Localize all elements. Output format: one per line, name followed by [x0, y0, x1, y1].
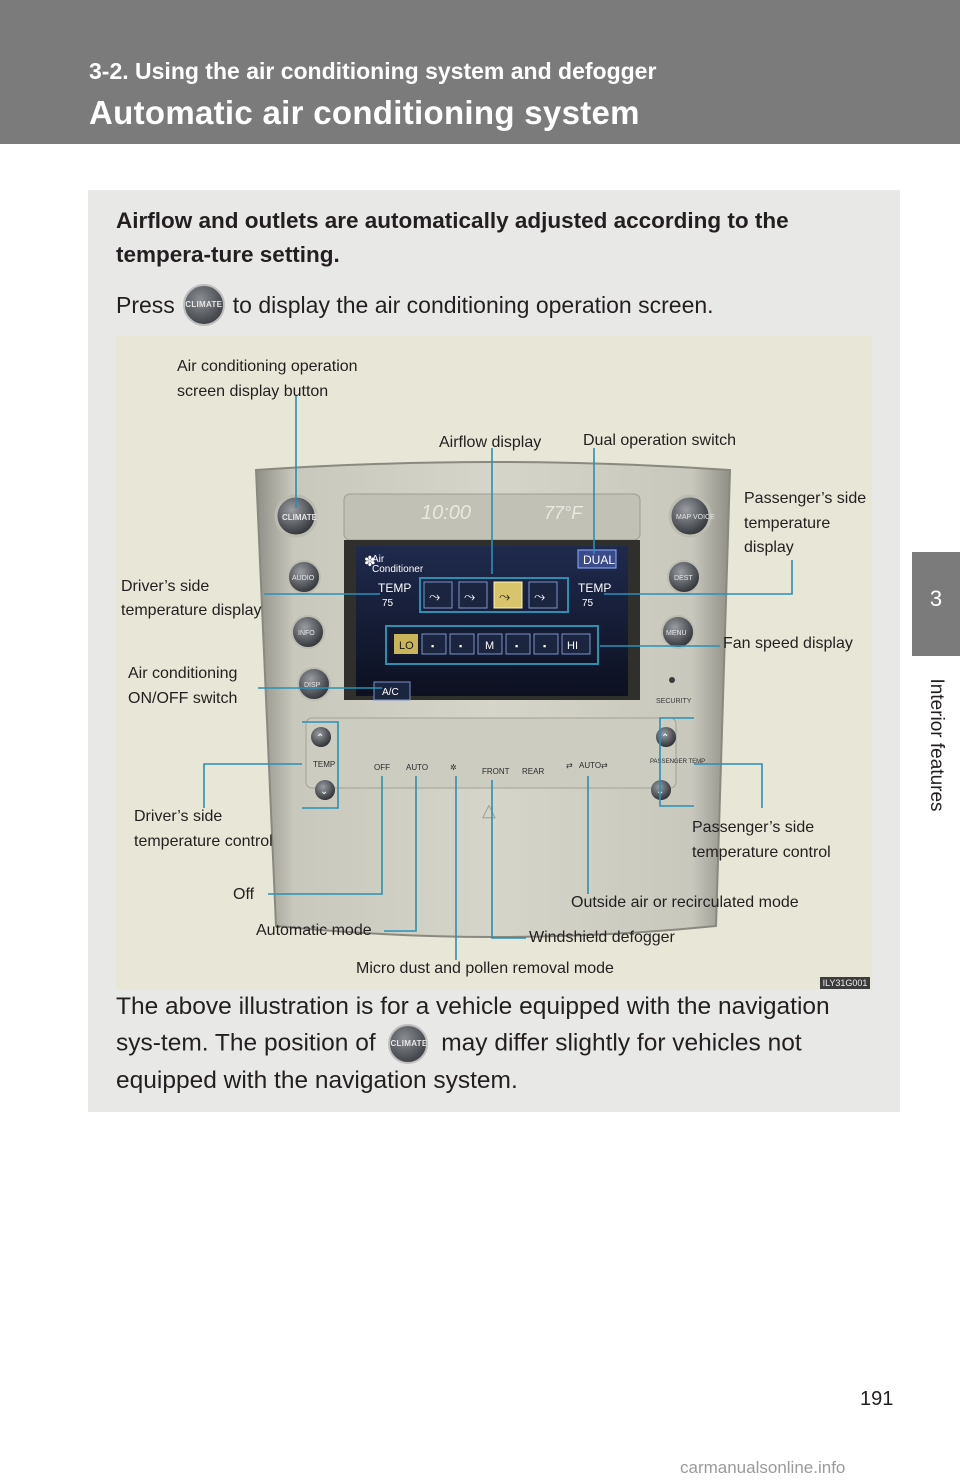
intro-text: Airflow and outlets are automatically ad…: [116, 208, 789, 267]
illustration: 10:00 77°F Air Conditioner ✽ DUAL TEMP 7…: [116, 336, 872, 990]
svg-text:⌃: ⌃: [661, 733, 669, 744]
rear-defog-button: REAR: [522, 767, 544, 776]
press-before: Press: [116, 291, 175, 318]
leader-lines: [203, 396, 793, 960]
chapter-label: Interior features: [926, 678, 947, 812]
ac-button: A/C: [382, 687, 399, 698]
dual-button: DUAL: [583, 553, 615, 567]
label-ac-screen-button-1: Air conditioning operation: [177, 358, 358, 375]
label-automatic-mode: Automatic mode: [256, 922, 372, 939]
menu-knob: MENU: [666, 630, 687, 637]
fan-step-1: ▪: [431, 641, 434, 651]
fan-lo: LO: [399, 640, 414, 652]
label-passenger-temp-display-3: display: [744, 539, 794, 556]
label-dual-switch: Dual operation switch: [583, 432, 736, 449]
label-ac-screen-button-2: screen display button: [177, 383, 329, 400]
airflow-feet-button: [493, 581, 523, 609]
press-after: to display the air conditioning operatio…: [232, 291, 714, 318]
recirc-button: ⇄: [566, 761, 573, 770]
outside-air-button: ⇄: [601, 761, 608, 770]
label-passenger-temp-control-2: temperature control: [692, 844, 831, 861]
micro-dust-button: ✲: [450, 763, 457, 772]
left-buttons: CLIMATE AUDIO INFO DISP: [274, 494, 331, 701]
fan-icon: ✽: [364, 553, 376, 569]
hazard-icon: △: [482, 800, 496, 820]
clock-readout: 10:00: [421, 502, 471, 524]
illustration-code: ILY31G001: [820, 977, 870, 989]
label-driver-temp-display-1: Driver’s side: [121, 578, 210, 595]
audio-knob: AUDIO: [292, 575, 315, 582]
svg-text:PASSENGER TEMP: PASSENGER TEMP: [650, 759, 705, 765]
svg-text:⤳: ⤳: [464, 588, 475, 604]
chapter-tab: [912, 552, 960, 656]
passenger-temp-rocker: ⌃ PASSENGER TEMP ⌄: [650, 727, 705, 800]
watermark: carmanualsonline.info: [680, 1458, 846, 1477]
label-driver-temp-control-1: Driver’s side: [134, 808, 223, 825]
screen-title-1: Air: [372, 554, 385, 565]
label-micro-dust: Micro dust and pollen removal mode: [356, 960, 614, 977]
driver-temp-rocker: ⌃ TEMP ⌄: [311, 727, 335, 800]
fan-step-5: ▪: [543, 641, 546, 651]
control-panel-diagram: 10:00 77°F Air Conditioner ✽ DUAL TEMP 7…: [203, 396, 793, 960]
label-windshield-defogger: Windshield defogger: [529, 929, 675, 946]
footer-note: The above illustration is for a vehicle …: [116, 990, 872, 1098]
press-instruction: Press CLIMATE to display the air conditi…: [116, 284, 714, 326]
dest-knob: DEST: [674, 575, 693, 582]
svg-text:⤳: ⤳: [534, 588, 545, 604]
label-ac-switch-1: Air conditioning: [128, 665, 238, 682]
driver-temp-value: 75: [382, 598, 394, 609]
label-driver-temp-display-2: temperature display: [121, 602, 262, 619]
svg-text:⤳: ⤳: [499, 588, 510, 604]
svg-text:⌃: ⌃: [316, 733, 324, 744]
svg-text:⌄: ⌄: [320, 786, 328, 797]
label-outside-air: Outside air or recirculated mode: [571, 894, 799, 911]
page-number: 191: [860, 1388, 894, 1410]
airflow-feet-defrost-button: [528, 581, 558, 609]
passenger-temp-value: 75: [582, 598, 594, 609]
label-passenger-temp-control-1: Passenger’s side: [692, 819, 815, 836]
page-header: 3-2. Using the air conditioning system a…: [0, 0, 960, 144]
fan-hi: HI: [567, 640, 578, 652]
page-title: Automatic air conditioning system: [89, 94, 640, 131]
label-airflow-display: Airflow display: [439, 434, 542, 451]
label-ac-switch-2: ON/OFF switch: [128, 690, 238, 707]
recirc-auto-button: AUTO: [579, 761, 601, 770]
right-buttons: MAP VOICE DEST MENU SECURITY: [656, 494, 715, 705]
section-title: 3-2. Using the air conditioning system a…: [89, 58, 657, 84]
off-button: OFF: [374, 763, 390, 772]
screen-title-2: Conditioner: [372, 564, 424, 575]
airflow-face-button: [423, 581, 453, 609]
climate-button-icon: CLIMATE: [182, 284, 225, 326]
label-passenger-temp-display-1: Passenger’s side: [744, 490, 867, 507]
fan-m: M: [485, 640, 494, 652]
label-passenger-temp-display-2: temperature: [744, 515, 831, 532]
airflow-bilevel-button: [458, 581, 488, 609]
auto-button: AUTO: [406, 763, 428, 772]
svg-text:TEMP: TEMP: [313, 760, 335, 769]
passenger-temp-label: TEMP: [578, 581, 611, 595]
map-voice-knob: MAP VOICE: [676, 514, 715, 521]
climate-button-icon-footer: CLIMATE: [388, 1024, 429, 1064]
svg-text:⤳: ⤳: [429, 588, 440, 604]
outside-temp-readout: 77°F: [544, 503, 583, 523]
front-defog-button: FRONT: [482, 767, 510, 776]
label-off: Off: [233, 886, 255, 903]
climate-knob: CLIMATE: [282, 513, 318, 522]
fan-step-4: ▪: [515, 641, 518, 651]
label-driver-temp-control-2: temperature control: [134, 833, 273, 850]
security-label: SECURITY: [656, 698, 692, 705]
footer-after: may differ slightly for vehicles not equ…: [116, 1029, 802, 1094]
chapter-number: 3: [929, 586, 943, 611]
disp-knob: DISP: [304, 682, 321, 689]
driver-temp-label: TEMP: [378, 581, 411, 595]
label-fan-speed-display: Fan speed display: [723, 635, 853, 652]
fan-step-2: ▪: [459, 641, 462, 651]
info-knob: INFO: [298, 630, 315, 637]
fan-speed-bar: LO ▪ ▪ M ▪ ▪ HI: [394, 633, 591, 655]
footer-before: The above illustration is for a vehicle …: [116, 993, 830, 1057]
